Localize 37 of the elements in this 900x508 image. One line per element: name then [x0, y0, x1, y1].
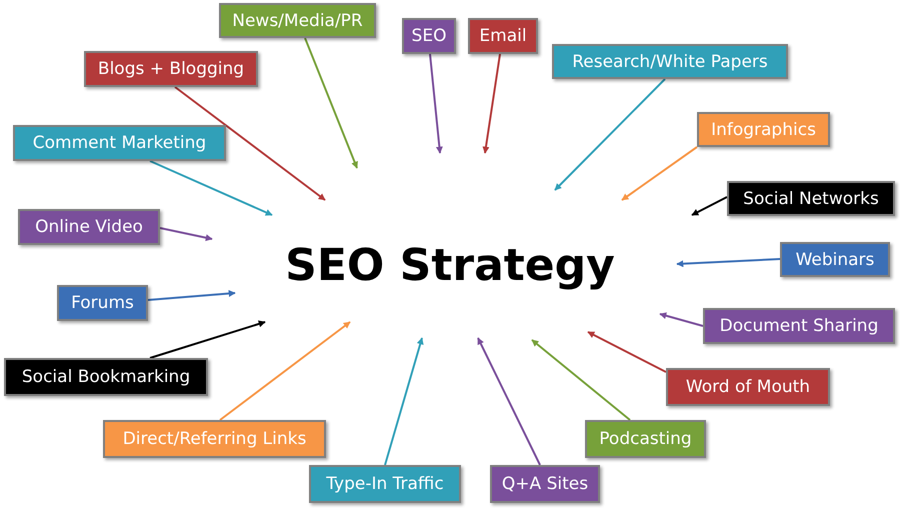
- arrow: [304, 38, 358, 169]
- topic-box: Blogs + Blogging: [84, 51, 258, 87]
- arrow: [482, 54, 501, 154]
- topic-box: Type-In Traffic: [309, 465, 461, 503]
- arrow: [429, 54, 443, 154]
- arrow: [587, 331, 666, 373]
- topic-box: News/Media/PR: [219, 3, 376, 38]
- topic-box: Online Video: [18, 209, 160, 245]
- arrow: [384, 337, 424, 466]
- topic-box: Forums: [57, 285, 148, 321]
- topic-box: Direct/Referring Links: [103, 420, 326, 458]
- topic-box: SEO: [402, 18, 456, 54]
- diagram-title: SEO Strategy: [284, 239, 616, 293]
- arrow: [150, 160, 273, 216]
- arrow: [691, 196, 728, 216]
- topic-box: Webinars: [780, 242, 890, 277]
- arrow: [150, 320, 266, 359]
- arrow: [531, 339, 631, 421]
- topic-box: Document Sharing: [703, 308, 895, 344]
- topic-box: Word of Mouth: [666, 368, 830, 406]
- arrow: [219, 321, 351, 421]
- arrow: [621, 146, 698, 201]
- topic-box: Research/White Papers: [552, 44, 788, 79]
- topic-box: Comment Marketing: [13, 125, 226, 161]
- topic-box: Social Networks: [727, 181, 895, 216]
- topic-box: Social Bookmarking: [4, 358, 208, 396]
- arrow: [174, 86, 326, 201]
- arrow: [659, 312, 704, 327]
- topic-box: Q+A Sites: [490, 465, 600, 503]
- topic-box: Infographics: [697, 112, 830, 147]
- arrow: [676, 258, 780, 268]
- topic-box: Podcasting: [585, 420, 706, 458]
- topic-box: Email: [468, 18, 538, 54]
- arrow: [554, 78, 666, 191]
- arrow: [477, 337, 541, 466]
- arrow: [148, 290, 236, 301]
- arrow: [160, 227, 213, 242]
